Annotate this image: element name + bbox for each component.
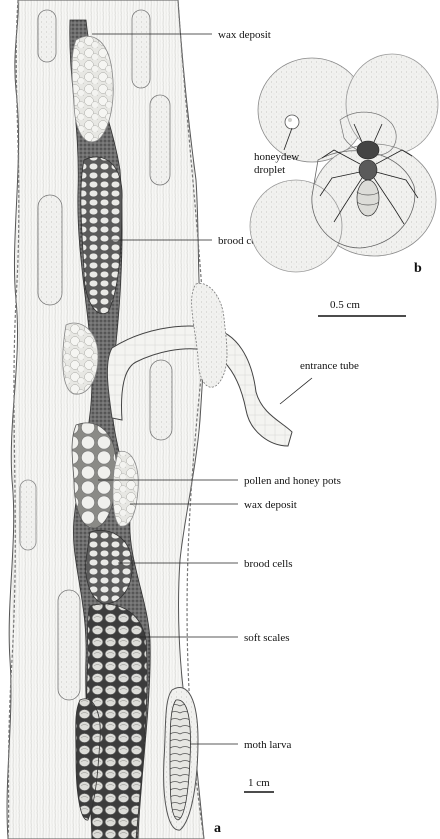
label-honeydew-line2: droplet <box>254 164 285 176</box>
label-brood-cells-mid: brood cells <box>244 558 293 570</box>
scale-bar-a-label: 1 cm <box>248 777 270 789</box>
label-wax-deposit-top: wax deposit <box>218 29 271 41</box>
panel-letter-a: a <box>214 821 221 836</box>
panel-b-illustration <box>250 54 438 272</box>
label-honeydew-line1: honeydew <box>254 151 299 163</box>
pollen-honey-pots <box>72 423 116 528</box>
scale-bar-b-label: 0.5 cm <box>330 299 360 311</box>
scale-bar-b: 0.5 cm <box>318 299 406 316</box>
label-wax-deposit-mid: wax deposit <box>244 499 297 511</box>
label-entrance-tube: entrance tube <box>300 360 359 372</box>
label-moth-larva: moth larva <box>244 739 291 751</box>
label-pollen-honey-pots: pollen and honey pots <box>244 475 341 487</box>
wax-deposit-top <box>72 36 113 142</box>
panel-letter-b: b <box>414 261 422 276</box>
label-soft-scales: soft scales <box>244 632 290 644</box>
scale-bar-a: 1 cm <box>244 777 274 792</box>
